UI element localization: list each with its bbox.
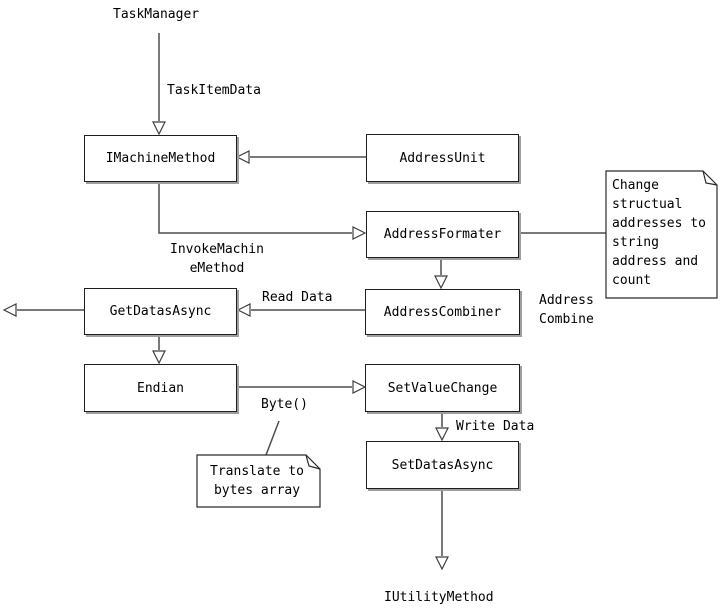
arrowhead-left-icon: [2, 303, 17, 317]
edge-imachinemethod-addressformater: [158, 181, 352, 234]
node-label: GetDatasAsync: [109, 304, 212, 319]
note-translate-shape: [196, 454, 321, 508]
arrowhead-right-icon: [352, 226, 367, 240]
leader-note-translate: [265, 420, 280, 456]
note-shapes: [196, 170, 718, 508]
node-addressformater: AddressFormater: [366, 211, 519, 258]
arrowhead-down-icon: [152, 350, 166, 365]
edge-label-invokemachinemethod: InvokeMachin eMethod: [170, 242, 264, 276]
endpoint-iutilitymethod: IUtilityMethod: [384, 590, 494, 605]
node-label: SetDatasAsync: [391, 457, 494, 473]
edge-label-byte: Byte(): [261, 397, 308, 412]
arrowhead-down-icon: [435, 556, 449, 571]
arrowhead-left-icon: [235, 150, 250, 164]
arrowhead-right-icon: [352, 380, 367, 394]
node-setvaluechange: SetValueChange: [365, 364, 520, 412]
note-change-shape: [605, 170, 718, 299]
edge-label-read-data: Read Data: [262, 290, 333, 305]
edge-label-taskitemdata: TaskItemData: [167, 83, 261, 98]
arrowhead-down-icon: [435, 427, 449, 442]
endpoint-taskmanager: TaskManager: [113, 7, 200, 22]
note-change-fold-icon: [702, 170, 718, 186]
node-addresscombiner: AddressCombiner: [365, 289, 520, 335]
node-label: AddressCombiner: [383, 304, 502, 320]
node-label: IMachineMethod: [105, 151, 216, 166]
node-label: AddressFormater: [383, 227, 502, 242]
edge-label-address-combine: Address Combine: [539, 293, 594, 327]
arrowhead-down-icon: [152, 121, 166, 136]
node-label: SetValueChange: [387, 380, 498, 396]
edge-label-write-data: Write Data: [456, 419, 535, 434]
arrowhead-left-icon: [236, 303, 251, 317]
node-endian: Endian: [84, 364, 237, 412]
node-setdatasasync: SetDatasAsync: [366, 441, 519, 489]
node-imachinemethod: IMachineMethod: [84, 135, 237, 182]
note-change-text: Change structual addresses to string add…: [612, 178, 706, 288]
connector-lines: [17, 33, 606, 556]
node-getdatasasync: GetDatasAsync: [84, 288, 237, 335]
node-label: Endian: [137, 380, 184, 396]
note-translate-text: Translate to bytes array: [210, 464, 304, 498]
arrowheads: [2, 121, 449, 571]
arrowhead-down-icon: [434, 275, 448, 290]
node-label: AddressUnit: [399, 150, 486, 166]
node-addressunit: AddressUnit: [366, 134, 519, 182]
note-translate-fold-icon: [305, 454, 321, 470]
